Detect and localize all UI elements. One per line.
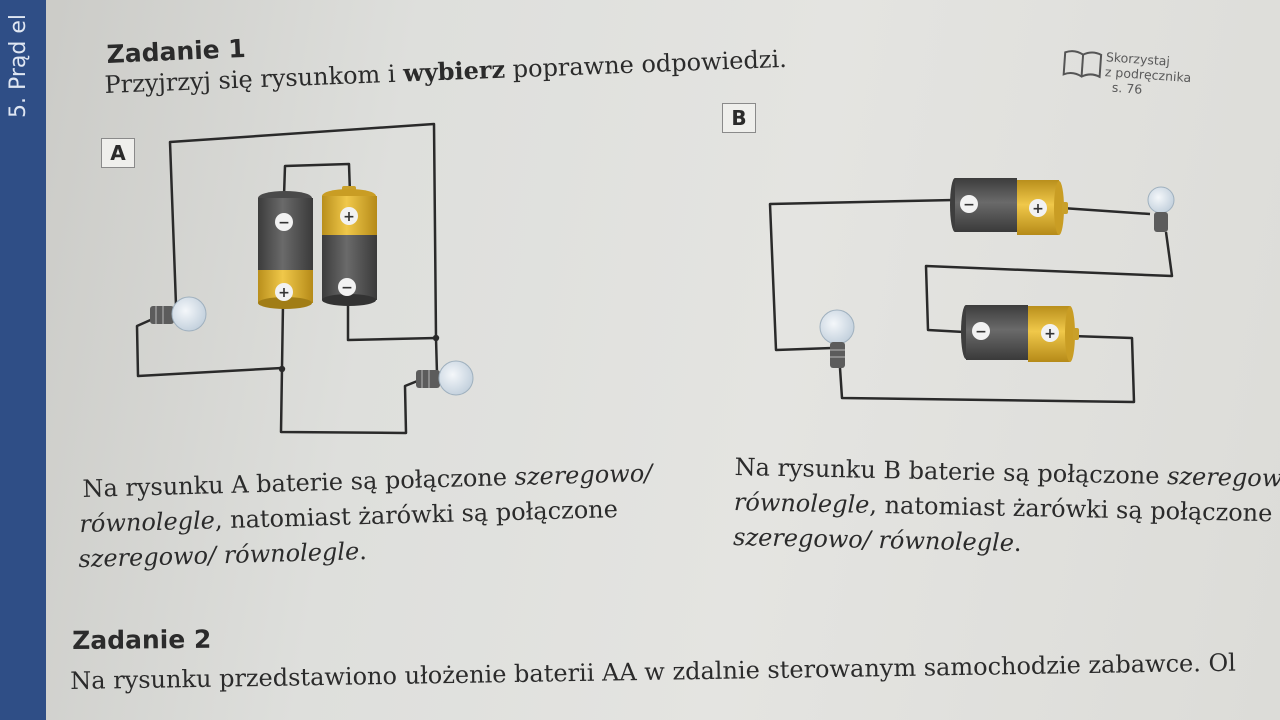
book-icon (1062, 50, 1103, 79)
task2-title: Zadanie 2 (72, 624, 212, 655)
question-a-text: . (358, 537, 368, 566)
chapter-side-tab: 5. Prąd el (0, 0, 46, 720)
battery-plus-icon (1041, 324, 1059, 342)
diagram-b-wires (768, 198, 1174, 404)
battery-plus-icon (1029, 199, 1047, 217)
battery-a1: − + (258, 191, 313, 309)
battery-b1: − + (950, 178, 1068, 235)
option-rownolegle[interactable]: równolegle (733, 487, 870, 519)
battery-minus-sign: − (341, 280, 353, 296)
battery-plus-icon (340, 207, 358, 225)
battery-plus-sign: + (1032, 201, 1044, 217)
question-b-text: , natomiast żarówki są połączone (869, 490, 1273, 528)
battery-minus-icon (972, 322, 990, 340)
battery-minus-icon (275, 213, 293, 231)
question-a-text: , natomiast żarówki są połączone (214, 495, 619, 535)
option-szeregowo[interactable]: szeregowo/ (514, 459, 653, 491)
bulb-icon (1147, 186, 1175, 232)
battery-b2: − + (961, 305, 1079, 362)
textbook-reference: Skorzystaj z podręcznika s. 76 (1058, 46, 1232, 128)
question-b: Na rysunku B baterie są połączone szereg… (733, 450, 1280, 567)
battery-a2: + − (322, 186, 377, 306)
battery-plus-sign: + (278, 285, 290, 301)
option-rownolegle[interactable]: równolegle (79, 506, 216, 539)
battery-plus-sign: + (343, 209, 355, 225)
question-b-text: Na rysunku B baterie są połączone (734, 452, 1168, 491)
option-bulbs[interactable]: szeregowo/ równolegle (78, 537, 360, 574)
battery-minus-icon (338, 278, 356, 296)
battery-minus-icon (960, 195, 978, 213)
junction-dot (432, 334, 440, 342)
battery-minus-sign: − (975, 324, 987, 340)
question-a: Na rysunku A baterie są połączone szereg… (78, 456, 655, 577)
option-bulbs[interactable]: szeregowo/ równolegle (732, 522, 1015, 557)
bulb-icon (416, 360, 474, 396)
diagram-a-label: A (101, 138, 135, 168)
diagram-b-label: B (722, 103, 756, 133)
bulb-icon (150, 296, 207, 332)
bulb-icon (819, 309, 855, 368)
battery-minus-sign: − (278, 215, 290, 231)
junction-dot (278, 365, 286, 373)
question-b-text: . (1013, 528, 1022, 558)
option-szeregowo[interactable]: szeregowo/ (1166, 462, 1280, 493)
battery-minus-sign: − (963, 197, 975, 213)
diagram-a-wires (135, 122, 439, 435)
battery-plus-sign: + (1044, 326, 1056, 342)
battery-plus-icon (275, 283, 293, 301)
